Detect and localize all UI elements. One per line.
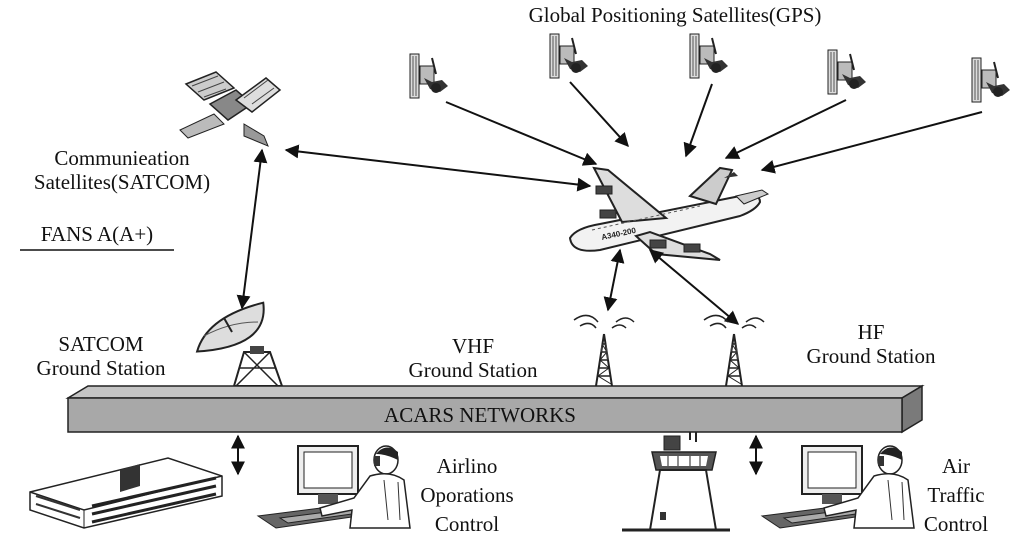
acars-label-text: ACARS NETWORKS xyxy=(384,403,576,427)
atc-label-line3: Control xyxy=(923,512,989,536)
aoc-label-line1: Airlino xyxy=(436,454,498,478)
gps-label: Global Positioning Satellites(GPS) xyxy=(480,3,870,27)
fans-label: FANS A(A+) xyxy=(20,222,174,246)
bidirectional-links xyxy=(231,144,763,476)
fans-label-text: FANS A(A+) xyxy=(40,222,154,246)
radio-tower-icon-hf xyxy=(703,314,765,387)
control-tower-icon xyxy=(622,432,730,532)
aoc-label-line2: Oporations xyxy=(420,483,514,507)
radio-tower-icon xyxy=(573,314,635,387)
computer-workstation-icon-atc xyxy=(761,445,915,529)
vhf-label-line2: Ground Station xyxy=(408,358,538,382)
satcom-label-line2: Ground Station xyxy=(36,356,166,380)
dish-antenna-icon xyxy=(195,301,284,387)
satcom-label-line1: SATCOM xyxy=(58,332,144,356)
computer-workstation-icon xyxy=(257,445,411,529)
air-traffic-control-label: Air Traffic Control xyxy=(908,452,1004,539)
hf-ground-station-label: HF Ground Station xyxy=(786,320,956,368)
vhf-ground-station-label: VHF Ground Station xyxy=(388,334,558,382)
airplane-icon: A340-200 xyxy=(568,166,770,261)
atc-label-line1: Air xyxy=(942,454,970,478)
comm-label-line1: Communieation xyxy=(54,146,190,170)
comm-satellite-label: Communieation Satellites(SATCOM) xyxy=(0,146,244,194)
acars-network-label: ACARS NETWORKS xyxy=(300,403,660,427)
gps-satellite-1 xyxy=(409,53,449,99)
hf-label-line2: Ground Station xyxy=(806,344,936,368)
building-icon xyxy=(29,457,223,529)
acars-network-bar xyxy=(65,384,925,434)
satellite-icon xyxy=(179,71,282,147)
satcom-ground-station-label: SATCOM Ground Station xyxy=(16,332,186,380)
gps-links xyxy=(445,81,983,174)
atc-label-line2: Traffic xyxy=(927,483,985,507)
hf-label-line1: HF xyxy=(857,320,885,344)
gps-satellite-2 xyxy=(549,33,589,79)
gps-label-text: Global Positioning Satellites(GPS) xyxy=(528,3,822,27)
gps-satellite-3 xyxy=(689,33,729,79)
comm-label-line2: Satellites(SATCOM) xyxy=(33,170,211,194)
vhf-label-line1: VHF xyxy=(451,334,494,358)
airline-operations-label: Airlino Oporations Control xyxy=(404,452,530,539)
gps-satellite-4 xyxy=(827,49,867,95)
gps-satellite-5 xyxy=(971,57,1011,103)
aoc-label-line3: Control xyxy=(434,512,500,536)
